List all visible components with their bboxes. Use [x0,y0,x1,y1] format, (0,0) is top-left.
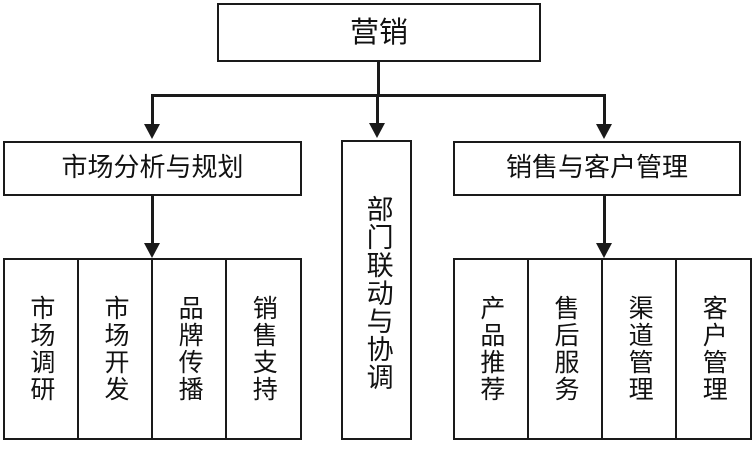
leaf-brand-communication[interactable]: 品牌传播 [151,258,228,440]
connector-drop-left [151,94,154,124]
leaf-market-research[interactable]: 市场调研 [3,258,80,440]
leaf-brand-communication-label: 品牌传播 [175,295,205,403]
leaf-after-sales-service-label: 售后服务 [550,295,580,403]
node-root-marketing[interactable]: 营销 [217,3,541,62]
node-branch-middle-label: 部门联动与协调 [361,195,393,391]
arrowhead-to-leaf-row-left [144,243,160,258]
node-branch-right-label: 销售与客户管理 [505,152,688,183]
leaf-market-research-label: 市场调研 [26,295,56,403]
node-branch-sales-customer-management[interactable]: 销售与客户管理 [453,141,741,196]
connector-drop-right [603,94,606,124]
leaf-customer-management-label: 客户管理 [699,295,729,403]
connector-drop-middle [376,94,379,123]
leaf-customer-management[interactable]: 客户管理 [675,258,752,440]
node-branch-interdepartmental-coordination[interactable]: 部门联动与协调 [341,140,412,440]
leaf-channel-management-label: 渠道管理 [625,295,655,403]
connector-root-stem [377,62,380,96]
leaf-product-recommendation[interactable]: 产品推荐 [453,258,530,440]
node-root-label: 营销 [349,15,408,50]
connector-horizontal-bus [152,94,606,97]
arrowhead-to-branch-middle [369,123,385,138]
leaf-after-sales-service[interactable]: 售后服务 [527,258,604,440]
leaf-channel-management[interactable]: 渠道管理 [601,258,678,440]
leaf-product-recommendation-label: 产品推荐 [476,295,506,403]
node-branch-left-label: 市场分析与规划 [61,152,244,183]
connector-branch-right-to-leaves [603,196,606,243]
arrowhead-to-leaf-row-right [596,243,612,258]
arrowhead-to-branch-left [144,124,160,139]
connector-branch-left-to-leaves [151,196,154,243]
node-branch-market-analysis-planning[interactable]: 市场分析与规划 [3,141,302,196]
leaf-sales-support[interactable]: 销售支持 [225,258,302,440]
leaf-row-sales-customer: 产品推荐 售后服务 渠道管理 客户管理 [453,258,752,440]
leaf-market-development-label: 市场开发 [100,295,130,403]
leaf-sales-support-label: 销售支持 [249,295,279,403]
leaf-row-market-analysis: 市场调研 市场开发 品牌传播 销售支持 [3,258,302,440]
leaf-market-development[interactable]: 市场开发 [77,258,154,440]
arrowhead-to-branch-right [596,124,612,139]
